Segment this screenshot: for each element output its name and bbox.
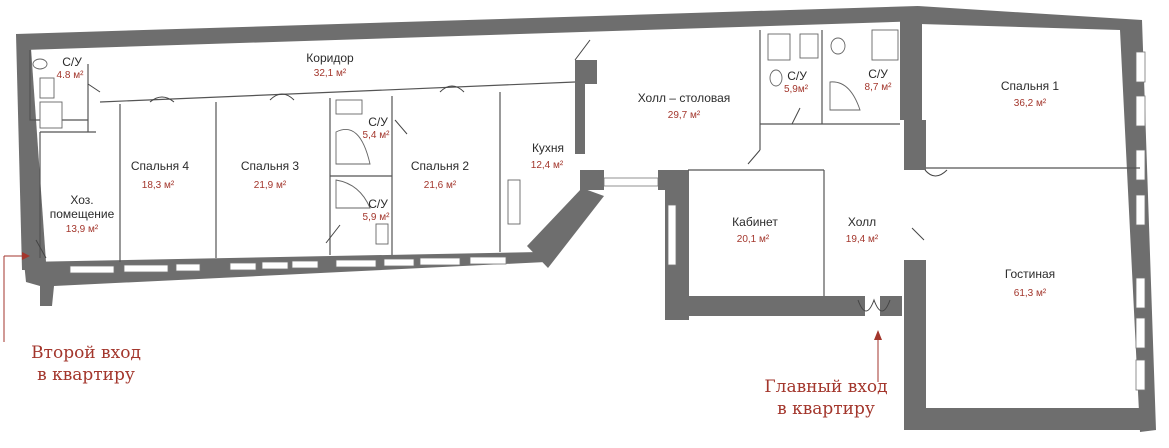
- second-entrance-line2: в квартиру: [37, 365, 135, 385]
- bedroom3-name: Спальня 3: [241, 159, 300, 173]
- wc5-area: 5,9 м²: [363, 212, 391, 223]
- bedroom4-area: 18,3 м²: [142, 180, 175, 191]
- living-name: Гостиная: [1005, 267, 1055, 281]
- hall-dining-area: 29,7 м²: [668, 110, 701, 121]
- study-name: Кабинет: [732, 215, 778, 229]
- bedroom2-name: Спальня 2: [411, 159, 470, 173]
- wc3-area: 8,7 м²: [865, 82, 893, 93]
- wc5-name: С/У: [368, 197, 388, 211]
- kitchen-area: 12,4 м²: [531, 160, 564, 171]
- bedroom3-area: 21,9 м²: [254, 180, 287, 191]
- hall-area: 19,4 м²: [846, 234, 879, 245]
- hall-name: Холл: [848, 215, 876, 229]
- study-area: 20,1 м²: [737, 234, 770, 245]
- right-windows: [1135, 51, 1146, 391]
- bedroom4-name: Спальня 4: [131, 159, 190, 173]
- bottom-windows: [69, 256, 507, 274]
- utility-area: 13,9 м²: [66, 224, 99, 235]
- wc2-name: С/У: [787, 69, 807, 83]
- hall-dining-name: Холл – столовая: [638, 91, 731, 105]
- arrow-right-icon: [22, 252, 30, 260]
- living-area: 61,3 м²: [1014, 288, 1047, 299]
- wc1-name: С/У: [62, 55, 82, 69]
- interior-walls: [29, 30, 1140, 296]
- corridor-area: 32,1 м²: [314, 68, 347, 79]
- bedroom1-name: Спальня 1: [1001, 79, 1060, 93]
- arrow-up-icon: [874, 330, 882, 340]
- doors: [35, 39, 948, 312]
- wc2-area: 5,9м²: [784, 84, 809, 95]
- fixtures: [32, 29, 899, 245]
- second-entrance: Второй вход в квартиру: [3, 252, 141, 385]
- wc4-name: С/У: [368, 115, 388, 129]
- outer-walls: [16, 6, 1156, 432]
- utility-name-line1: Хоз.: [70, 193, 93, 207]
- wc3-name: С/У: [868, 67, 888, 81]
- main-entrance-line1: Главный вход: [764, 377, 887, 397]
- bedroom1-area: 36,2 м²: [1014, 98, 1047, 109]
- wc1-area: 4.8 м²: [57, 70, 85, 81]
- utility-name-line2: помещение: [50, 207, 115, 221]
- main-entrance-line2: в квартиру: [777, 399, 875, 419]
- bedroom2-area: 21,6 м²: [424, 180, 457, 191]
- main-entrance: Главный вход в квартиру: [764, 330, 888, 419]
- wc4-area: 5,4 м²: [363, 130, 391, 141]
- corridor-name: Коридор: [306, 51, 354, 65]
- room-labels: С/У 4.8 м² Коридор 32,1 м² Холл – столов…: [50, 51, 1060, 299]
- kitchen-name: Кухня: [532, 141, 564, 155]
- second-entrance-line1: Второй вход: [31, 343, 141, 363]
